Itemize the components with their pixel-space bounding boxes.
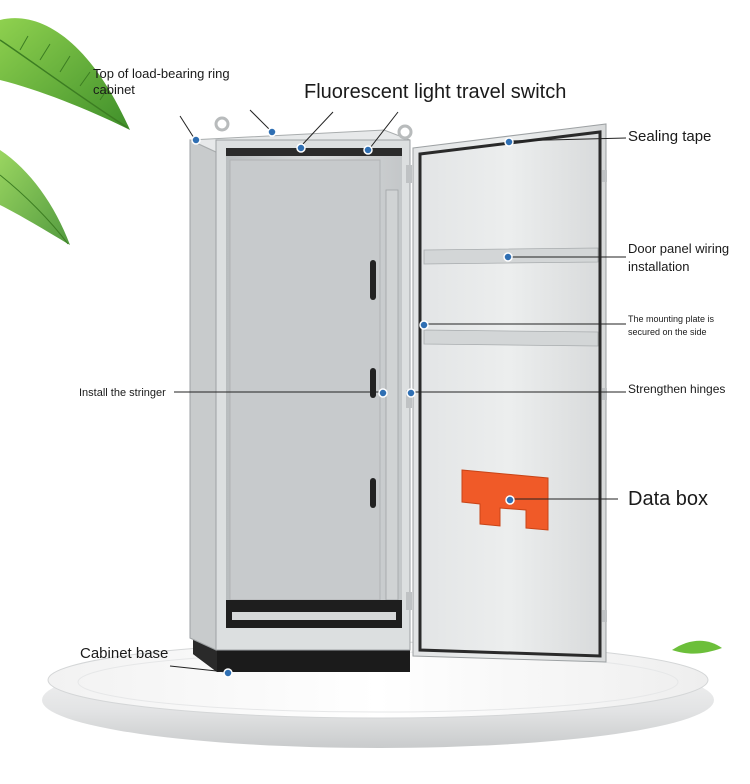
marker-hinge [406, 388, 416, 398]
cabinet-body [189, 116, 413, 651]
marker-sealing-tape [504, 137, 514, 147]
leader-lines [169, 109, 627, 673]
marker-door-wiring [503, 252, 513, 262]
label-data-box: Data box [628, 488, 709, 510]
label-hinges: Strengthen hinges [628, 382, 726, 396]
label-door-panel-wiring: Door panel wiring installation [628, 241, 730, 274]
label-top-ring: Top of load-bearing ring cabinet [93, 66, 230, 98]
marker-fluorescent [296, 143, 306, 153]
cabinet-door [412, 123, 607, 663]
leaf-decoration-top [0, 18, 130, 130]
label-mounting-plate: The mounting plate is secured on the sid… [628, 314, 715, 337]
label-sealing-tape: Sealing tape [628, 128, 712, 145]
marker-cabinet-base [223, 668, 233, 678]
marker-mounting-plate [419, 320, 429, 330]
data-box [461, 469, 549, 531]
callout-markers [191, 127, 515, 678]
marker-switch [363, 145, 373, 155]
leaf-decoration-right [672, 640, 722, 654]
label-stringer: Install the stringer [79, 387, 166, 399]
leaf-decoration-left [0, 150, 70, 245]
marker-data-box [505, 495, 515, 505]
marker-top-ring-2 [267, 127, 277, 137]
label-fluorescent-switch: Fluorescent light travel switch [304, 81, 567, 103]
label-cabinet-base: Cabinet base [80, 645, 169, 662]
marker-top-ring [191, 135, 201, 145]
marker-stringer [378, 388, 388, 398]
